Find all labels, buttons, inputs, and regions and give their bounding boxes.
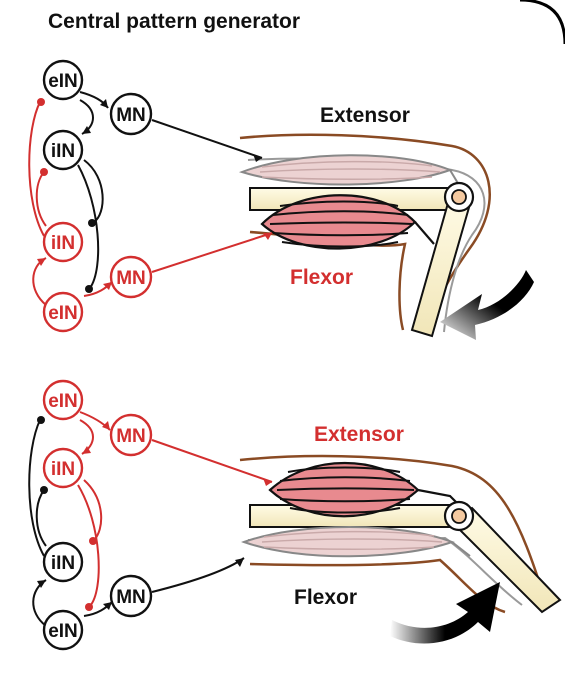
ein-to-iin-connection [32, 579, 47, 627]
node-label: MN [116, 587, 146, 608]
node-mn-bottom: MN [109, 574, 153, 618]
limb-skin-outline [239, 454, 547, 601]
flexion-arrow [440, 270, 534, 340]
extensor-label: Extensor [320, 104, 410, 127]
node-ein-top: eIN [42, 59, 84, 101]
mn-to-flexor-connection [151, 232, 273, 273]
flexor-muscle [241, 526, 471, 558]
node-ein-bottom: eIN [42, 609, 84, 651]
knee-joint-center [451, 189, 467, 205]
extensor-label: Extensor [314, 423, 404, 446]
frame-corner [519, 0, 565, 45]
mn-to-flexor-connection [151, 557, 245, 593]
iin-inhibits-red-ein [28, 419, 45, 557]
mn-to-extensor-connection [151, 439, 273, 483]
node-iin-top: iIN [42, 447, 84, 489]
node-iin-top: iIN [42, 129, 84, 171]
red-ein-to-iin-connection [32, 257, 47, 306]
limb-skin-outline [239, 133, 491, 331]
node-ein-bottom: eIN [42, 291, 84, 333]
node-label: MN [116, 426, 146, 447]
panel-flexion: eIN iIN MN iIN MN eIN Extensor Flexor [28, 59, 534, 340]
node-label: eIN [48, 71, 78, 92]
node-label: iIN [51, 459, 75, 480]
knee-joint-center [451, 508, 467, 524]
iin-inhibits-red-ein [77, 164, 100, 289]
node-label: iIN [51, 141, 75, 162]
node-label: MN [116, 268, 146, 289]
node-label: eIN [48, 621, 78, 642]
red-iin-inhibits-iin [35, 171, 47, 227]
extension-arrow [390, 582, 500, 644]
iin-inhibits-red-iin [35, 489, 47, 547]
node-iin-bottom: iIN [42, 541, 84, 583]
extensor-muscle [238, 154, 463, 191]
panel-extension: eIN iIN MN iIN MN eIN Extensor Flexor [28, 379, 562, 651]
node-label: iIN [51, 233, 75, 254]
node-mn-top: MN [109, 413, 153, 457]
node-label: eIN [48, 303, 78, 324]
node-mn-bottom: MN [109, 255, 153, 299]
node-label: eIN [48, 391, 78, 412]
diagram-title: Central pattern generator [48, 10, 300, 33]
flexor-muscle [260, 194, 435, 250]
node-ein-top: eIN [42, 379, 84, 421]
red-iin-inhibits-ein [28, 101, 45, 237]
node-mn-top: MN [109, 92, 153, 136]
node-label: MN [116, 105, 146, 126]
extensor-muscle [268, 461, 463, 518]
mn-to-extensor-connection [151, 119, 263, 159]
node-iin-bottom: iIN [42, 221, 84, 263]
flexor-label: Flexor [294, 586, 357, 609]
node-label: iIN [51, 553, 75, 574]
iin-inhibits-red-iin [83, 159, 104, 223]
red-iin-inhibits-ein [77, 484, 100, 607]
red-iin-inhibits-iin [83, 479, 103, 541]
flexor-label: Flexor [290, 266, 353, 289]
